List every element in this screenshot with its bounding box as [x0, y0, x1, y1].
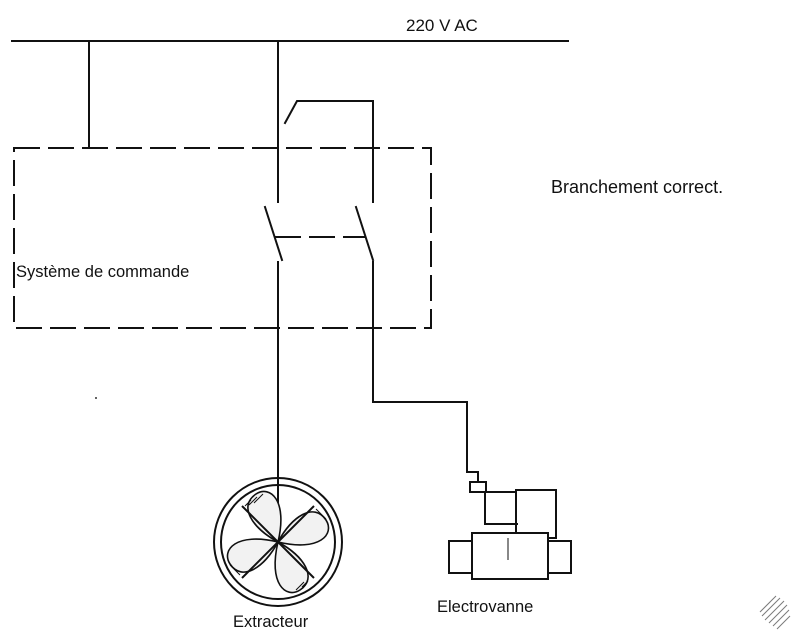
control-system-box [13, 147, 432, 329]
fan-label: Extracteur [233, 613, 309, 631]
hatched-mark-icon [759, 595, 791, 630]
diagram-caption: Branchement correct. [551, 177, 724, 197]
solenoid-valve-icon [448, 481, 572, 580]
valve-label: Electrovanne [437, 598, 534, 616]
supply-voltage-label: 220 V AC [406, 16, 478, 35]
control-system-label: Système de commande [16, 263, 190, 281]
valve-switch-icon [354, 205, 479, 483]
fan-switch-icon [263, 205, 284, 421]
stray-dot [95, 397, 97, 399]
fan-icon [213, 477, 343, 607]
valve-feed-wire [283, 100, 374, 203]
